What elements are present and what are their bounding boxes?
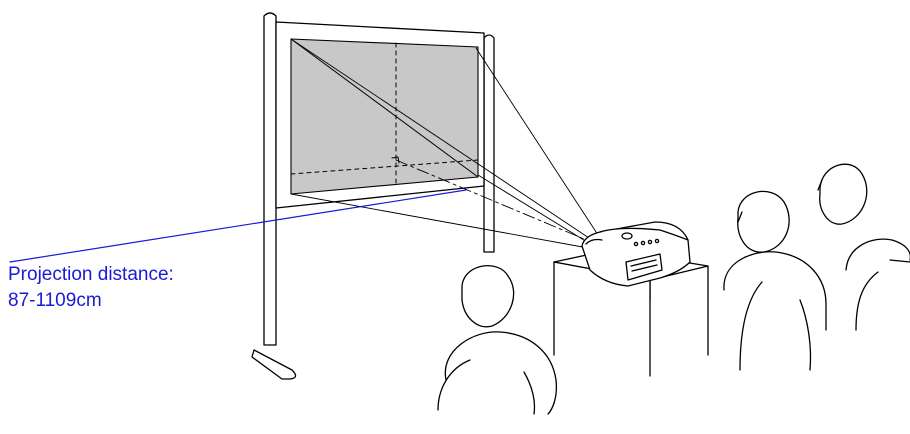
screen-center-guides	[290, 42, 479, 187]
projected-image-area	[290, 38, 479, 195]
projection-rays	[290, 38, 601, 249]
audience-person-back	[817, 163, 910, 331]
projector	[581, 221, 691, 287]
projection-distance-label: Projection distance:	[8, 264, 174, 285]
projection-distance-value: 87-1109cm	[8, 290, 102, 311]
screen-stand-left-leg	[251, 12, 297, 380]
audience-person-middle	[723, 190, 827, 371]
callout-leader-line	[9, 189, 467, 263]
audience-person-front	[437, 265, 558, 415]
